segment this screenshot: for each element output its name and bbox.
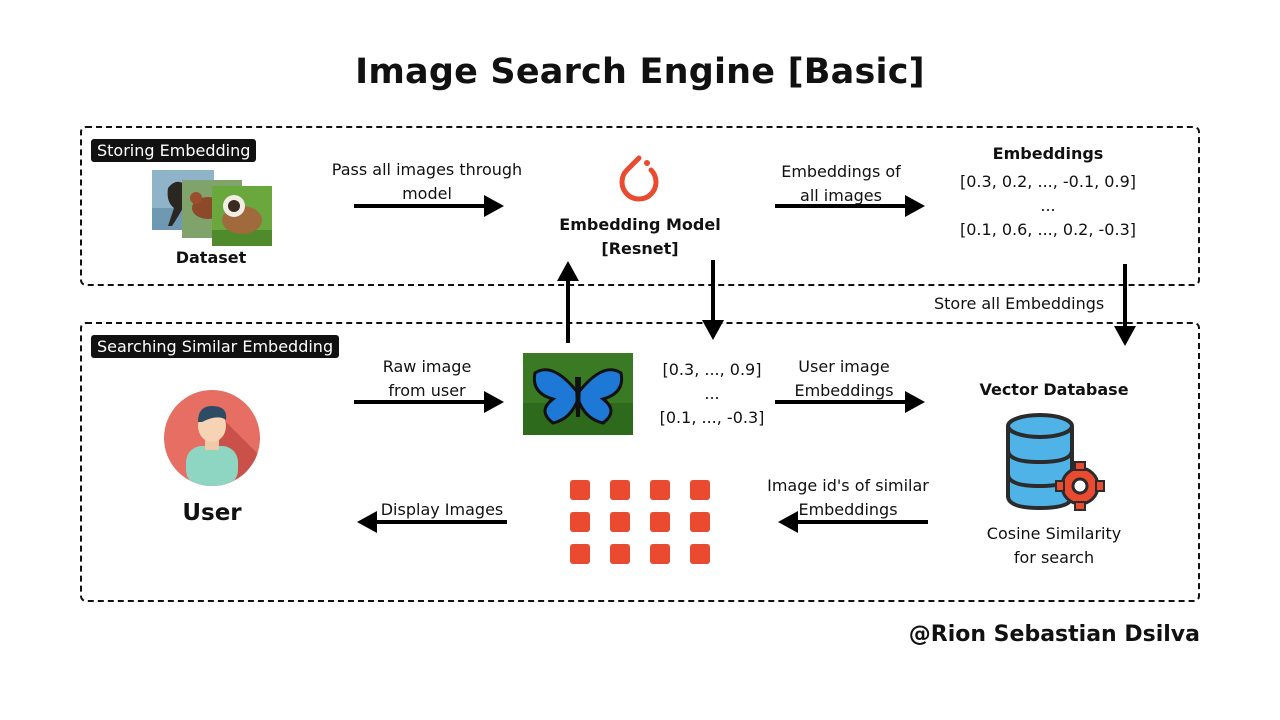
embedding-model-label: Embedding Model [Resnet]	[555, 213, 725, 261]
arrowhead-embeddings-to-db	[1114, 326, 1136, 346]
pass-images-line-1: Pass all images through	[331, 160, 523, 179]
raw-image-label: Raw image from user	[357, 355, 497, 403]
query-embedding-row-1: [0.3, ..., 0.9]	[662, 360, 762, 379]
searching-section	[80, 322, 1200, 602]
similar-ids-label: Image id's of similar Embeddings	[758, 474, 938, 522]
user-embeddings-line-1: User image	[798, 357, 890, 376]
arrowhead-dataset-to-model	[484, 195, 504, 217]
image-grid-icon	[570, 480, 710, 564]
embeddings-all-line-2: all images	[800, 186, 882, 205]
pytorch-icon	[619, 155, 659, 202]
embeddings-block: Embeddings [0.3, 0.2, ..., -0.1, 0.9] ..…	[948, 142, 1148, 242]
display-images-label: Display Images	[380, 500, 504, 519]
arrowhead-db-to-grid	[778, 511, 798, 533]
embeddings-title: Embeddings	[992, 144, 1104, 163]
query-embedding-row-2: ...	[704, 384, 720, 403]
arrowhead-query-to-db	[905, 391, 925, 413]
user-avatar-icon	[164, 390, 260, 486]
embeddings-all-label: Embeddings of all images	[766, 160, 916, 208]
embedding-model-line-1: Embedding Model	[559, 215, 721, 234]
query-embedding-block: [0.3, ..., 0.9] ... [0.1, ..., -0.3]	[652, 358, 772, 430]
store-embeddings-label: Store all Embeddings	[934, 294, 1105, 313]
dataset-images	[152, 170, 272, 246]
searching-section-tag: Searching Similar Embedding	[91, 335, 340, 358]
arrowhead-model-to-query	[702, 320, 724, 340]
arrowhead-image-to-model	[557, 261, 579, 281]
arrowhead-user-to-image	[484, 391, 504, 413]
raw-image-line-2: from user	[388, 381, 466, 400]
butterfly-photo	[523, 353, 633, 435]
similar-ids-line-2: Embeddings	[798, 500, 898, 519]
pass-images-line-2: model	[402, 184, 452, 203]
pass-images-label: Pass all images through model	[327, 158, 527, 206]
embeddings-row-2: ...	[1040, 196, 1056, 215]
arrowhead-model-to-embeddings	[905, 195, 925, 217]
page-title: Image Search Engine [Basic]	[355, 52, 925, 92]
embeddings-row-3: [0.1, 0.6, ..., 0.2, -0.3]	[960, 220, 1136, 239]
cosine-line-2: for search	[1013, 548, 1095, 567]
cosine-line-1: Cosine Similarity	[986, 524, 1122, 543]
user-label: User	[182, 500, 242, 526]
cosine-label: Cosine Similarity for search	[974, 522, 1134, 570]
embeddings-row-1: [0.3, 0.2, ..., -0.1, 0.9]	[960, 172, 1136, 191]
similar-ids-line-1: Image id's of similar	[767, 476, 929, 495]
storing-section	[80, 126, 1200, 286]
storing-section-tag: Storing Embedding	[91, 139, 257, 162]
user-embeddings-label: User image Embeddings	[771, 355, 917, 403]
embedding-model-line-2: [Resnet]	[601, 239, 679, 258]
raw-image-line-1: Raw image	[382, 357, 472, 376]
database-gear-icon	[1006, 413, 1105, 511]
arrowhead-grid-to-user	[357, 511, 377, 533]
query-embedding-row-3: [0.1, ..., -0.3]	[659, 408, 765, 427]
dataset-label: Dataset	[175, 248, 247, 267]
vector-db-label: Vector Database	[979, 380, 1129, 399]
user-embeddings-line-2: Embeddings	[794, 381, 894, 400]
dog-photo	[212, 186, 272, 246]
embeddings-all-line-1: Embeddings of	[781, 162, 901, 181]
author-credit: @Rion Sebastian Dsilva	[908, 622, 1200, 647]
